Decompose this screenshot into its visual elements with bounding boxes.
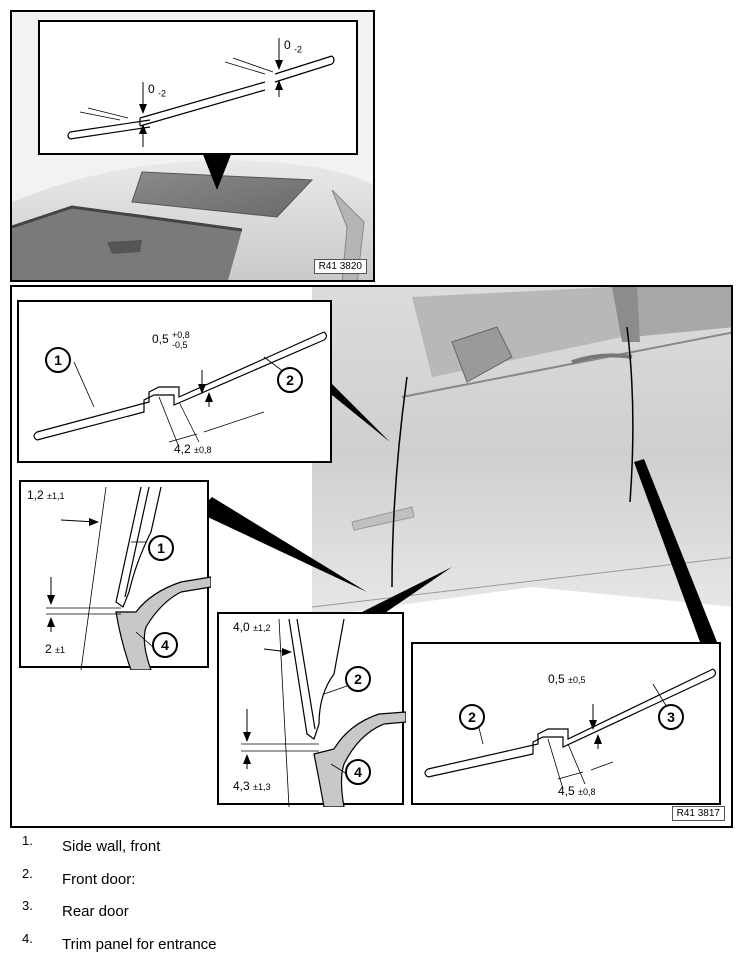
inset-c-dim-top: 4,0 ±1,2 bbox=[233, 620, 271, 634]
inset-c-callout-upper: 2 bbox=[345, 666, 371, 692]
inset-b-callout-lower: 4 bbox=[152, 632, 178, 658]
inset-d-callout-left: 2 bbox=[459, 704, 485, 730]
inset-b-dim-bottom: 2 ±1 bbox=[45, 642, 65, 656]
inset-d-callout-right: 3 bbox=[658, 704, 684, 730]
legend-text-3: Rear door bbox=[62, 903, 129, 920]
roof-dim-left: 0 -2 bbox=[148, 82, 167, 99]
figure-id-top: R41 3820 bbox=[313, 259, 367, 274]
inset-c-dim-bottom: 4,3 ±1,3 bbox=[233, 779, 271, 793]
legend-num-3: 3. bbox=[22, 898, 33, 913]
legend-num-2: 2. bbox=[22, 866, 33, 881]
inset-b-dim-top: 1,2 ±1,1 bbox=[27, 488, 65, 502]
inset-d-dim-width: 4,5 ±0,8 bbox=[558, 784, 596, 798]
inset-a-dim-gap: 0,5 +0,8 -0,5 bbox=[152, 330, 190, 350]
inset-c-callout-lower: 4 bbox=[345, 759, 371, 785]
inset-front-door-trim: 4,0 ±1,2 4,3 ±1,3 2 4 bbox=[217, 612, 406, 807]
roof-seal-drawing bbox=[67, 38, 335, 147]
legend-num-4: 4. bbox=[22, 931, 33, 946]
figure-id-bottom: R41 3817 bbox=[671, 806, 725, 821]
roof-dim-right: 0 -2 bbox=[284, 38, 303, 55]
inset-side-wall-trim: 1,2 ±1,1 2 ±1 1 4 bbox=[19, 480, 211, 670]
inset-front-side-wall-door: 1 2 0,5 +0,8 -0,5 4,2 ±0,8 bbox=[17, 300, 332, 463]
roof-seal-inset: 0 -2 0 -2 bbox=[38, 20, 358, 155]
inset-a-callout-left: 1 bbox=[45, 347, 71, 373]
legend-text-2: Front door: bbox=[62, 871, 136, 888]
inset-c-drawing bbox=[241, 618, 406, 807]
inset-d-dim-gap: 0,5 ±0,5 bbox=[548, 672, 586, 686]
legend-num-1: 1. bbox=[22, 833, 33, 848]
inset-a-callout-right: 2 bbox=[277, 367, 303, 393]
inset-a-dim-width: 4,2 ±0,8 bbox=[174, 442, 212, 456]
legend-text-1: Side wall, front bbox=[62, 838, 161, 855]
inset-b-drawing bbox=[46, 486, 211, 670]
bottom-figure: 1 2 0,5 +0,8 -0,5 4,2 ±0,8 bbox=[10, 285, 733, 828]
inset-d-drawing bbox=[424, 668, 717, 790]
inset-front-rear-door: 0,5 ±0,5 4,5 ±0,8 2 3 bbox=[411, 642, 721, 805]
inset-b-callout-upper: 1 bbox=[148, 535, 174, 561]
inset-a-drawing bbox=[33, 331, 328, 448]
legend-text-4: Trim panel for entrance bbox=[62, 936, 217, 953]
top-figure: 0 -2 0 -2 R41 3820 bbox=[10, 10, 375, 282]
